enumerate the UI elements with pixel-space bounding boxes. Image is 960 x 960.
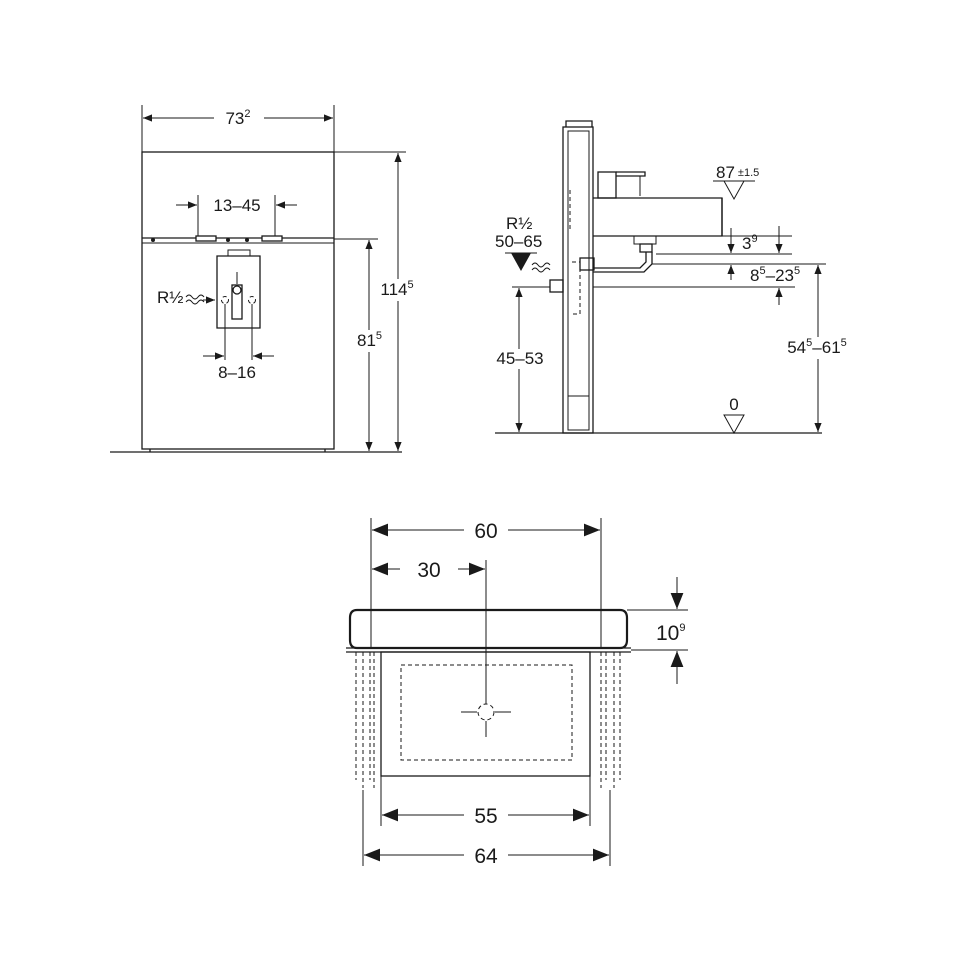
front-view: 732 13–45 R½ 8–16 815 1145 bbox=[110, 105, 420, 453]
top-inner-width-label: 60 bbox=[474, 520, 497, 543]
front-lower-spacing-label: 8–16 bbox=[218, 363, 256, 382]
side-trap-range-label: 85–235 bbox=[750, 265, 800, 285]
side-offset-label: 39 bbox=[742, 233, 758, 253]
front-width-label: 732 bbox=[225, 108, 250, 128]
top-frame-inner-label: 55 bbox=[474, 805, 497, 828]
front-outer-height-label: 1145 bbox=[380, 279, 413, 299]
side-basin-range-label: 545–615 bbox=[787, 337, 847, 357]
top-panel bbox=[348, 608, 629, 650]
mounting-plate bbox=[216, 255, 261, 329]
side-floor-level-label: 0 bbox=[729, 395, 738, 414]
top-depth-label: 109 bbox=[656, 622, 685, 645]
front-connection-label: R½ bbox=[157, 288, 183, 307]
front-inner-height-label: 815 bbox=[357, 330, 382, 350]
front-frame bbox=[141, 151, 335, 450]
side-connection-label: R½ bbox=[506, 214, 532, 233]
top-view: 60 30 109 55 64 bbox=[346, 517, 688, 868]
top-center-label: 30 bbox=[417, 559, 440, 582]
basin-outline bbox=[593, 197, 723, 237]
top-frame-outer-label: 64 bbox=[474, 845, 498, 868]
side-view: 87±1.5 R½ 50–65 45–53 39 85–235 545–615 … bbox=[492, 120, 852, 435]
side-top-level-label: 87±1.5 bbox=[716, 163, 759, 182]
front-upper-spacing-label: 13–45 bbox=[213, 196, 260, 215]
side-drain-range-label: 45–53 bbox=[496, 349, 543, 368]
side-connection-range-label: 50–65 bbox=[495, 232, 542, 251]
